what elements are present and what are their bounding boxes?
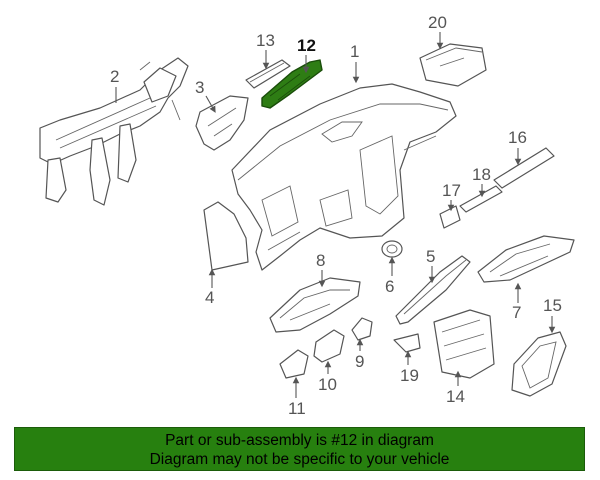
part-10-bracket: [313, 329, 345, 363]
callout-10: 10: [318, 375, 337, 394]
callout-8: 8: [316, 251, 325, 270]
callout-2: 2: [110, 67, 119, 86]
callout-1: 1: [350, 42, 359, 61]
part-3-bracket: [195, 95, 249, 151]
part-18-trim-strip: [459, 185, 503, 213]
callout-12: 12: [297, 36, 316, 55]
callout-3: 3: [195, 78, 204, 97]
part-1-instrument-panel: [231, 83, 457, 271]
part-19-bracket: [393, 333, 421, 353]
part-15-bezel: [511, 331, 567, 397]
callout-5: 5: [426, 247, 435, 266]
parts-diagram: 2 3 13 12 1 20 16: [39, 13, 575, 418]
callout-18: 18: [472, 165, 491, 184]
part-5-console-trim: [395, 255, 471, 325]
callout-14: 14: [446, 387, 465, 406]
part-9-clip: [351, 317, 373, 341]
part-11-bracket: [279, 349, 309, 379]
callout-13: 13: [256, 31, 275, 50]
callout-7: 7: [512, 303, 521, 322]
part-13-trim-strip: [245, 59, 291, 89]
callout-11: 11: [288, 399, 306, 418]
part-14-control-panel: [433, 309, 495, 379]
part-8-lower-panel: [269, 277, 361, 333]
banner-line-2: Diagram may not be specific to your vehi…: [149, 451, 450, 468]
callout-16: 16: [508, 128, 527, 147]
callout-17: 17: [442, 181, 461, 200]
callout-15: 15: [543, 296, 562, 315]
part-16-trim-strip: [493, 147, 555, 189]
part-7-right-panel: [477, 235, 575, 283]
callout-6: 6: [385, 277, 394, 296]
part-6-knob: [381, 240, 403, 258]
callout-19: 19: [400, 366, 419, 385]
part-4-end-panel: [203, 201, 249, 271]
callout-20: 20: [428, 13, 447, 32]
info-banner: Part or sub-assembly is #12 in diagram D…: [14, 427, 585, 471]
callout-4: 4: [205, 288, 214, 307]
banner-line-1: Part or sub-assembly is #12 in diagram: [165, 432, 434, 449]
part-20-module: [419, 43, 487, 87]
part-2-cross-car-beam: [39, 57, 189, 206]
part-17-trim-piece: [439, 205, 461, 229]
callout-9: 9: [355, 352, 364, 371]
